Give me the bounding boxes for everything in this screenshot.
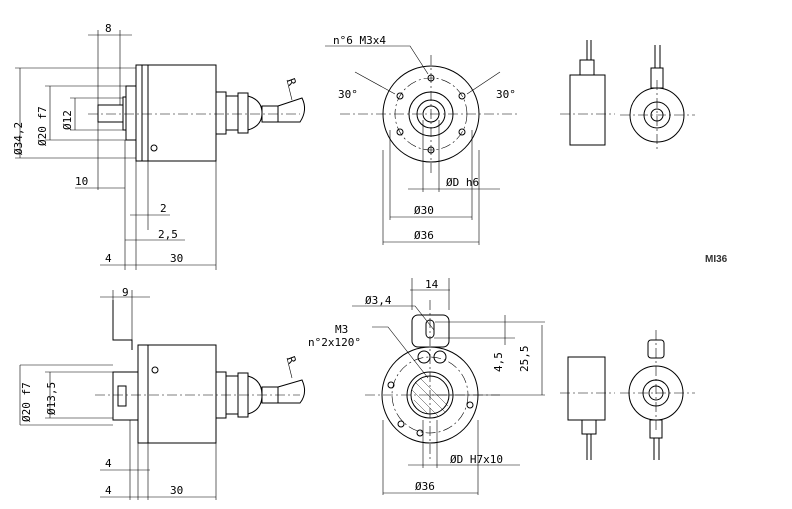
dim-14: 14 (425, 278, 439, 291)
radius-label-b: R (284, 355, 299, 366)
dim-4b: 4 (105, 484, 112, 497)
dim-4a: 4 (105, 457, 112, 470)
dim-d20-f7: Ø20 f7 (36, 106, 49, 146)
top-side-view: Ø34,2 Ø20 f7 Ø12 8 10 2 2,5 4 30 R (12, 22, 306, 270)
bottom-side-view: 9 Ø20 f7 Ø13,5 4 4 30 R (19, 286, 306, 500)
dim-30-b: 30 (170, 484, 183, 497)
dim-d3-4: Ø3,4 (365, 294, 392, 307)
dim-hollow-d: ØD H7x10 (450, 453, 503, 466)
dim-9: 9 (122, 286, 129, 299)
bottom-right-thumbnails (560, 330, 695, 460)
dim-d12: Ø12 (61, 110, 74, 130)
dim-d34-2: Ø34,2 (12, 122, 25, 155)
dim-d30: Ø30 (414, 204, 434, 217)
top-front-view: n°6 M3x4 30° 30° ØD h6 Ø30 Ø36 (325, 34, 520, 245)
dim-8: 8 (105, 22, 112, 35)
dim-4: 4 (105, 252, 112, 265)
angle-right: 30° (496, 88, 516, 101)
dim-d13-5: Ø13,5 (45, 382, 58, 415)
dim-2: 2 (160, 202, 167, 215)
dim-d36: Ø36 (414, 229, 434, 242)
dim-2-5: 2,5 (158, 228, 178, 241)
angle-left: 30° (338, 88, 358, 101)
dim-4-5: 4,5 (492, 352, 505, 372)
dim-d36-b: Ø36 (415, 480, 435, 493)
model-label: MI36 (705, 254, 728, 265)
radius-label: R (284, 77, 299, 88)
m3-label: M3 (335, 323, 348, 336)
dim-30: 30 (170, 252, 183, 265)
dim-d20-f7-b: Ø20 f7 (20, 382, 33, 422)
dim-25-5: 25,5 (518, 346, 531, 373)
dim-10: 10 (75, 175, 88, 188)
bottom-front-view: Ø3,4 14 M3 n°2x120° 4,5 25,5 ØD H7x10 Ø3… (308, 278, 545, 495)
holes-label: n°6 M3x4 (333, 34, 386, 47)
dim-shaft-d: ØD h6 (446, 176, 479, 189)
top-right-thumbnails (560, 40, 695, 150)
m3-count-label: n°2x120° (308, 336, 361, 349)
